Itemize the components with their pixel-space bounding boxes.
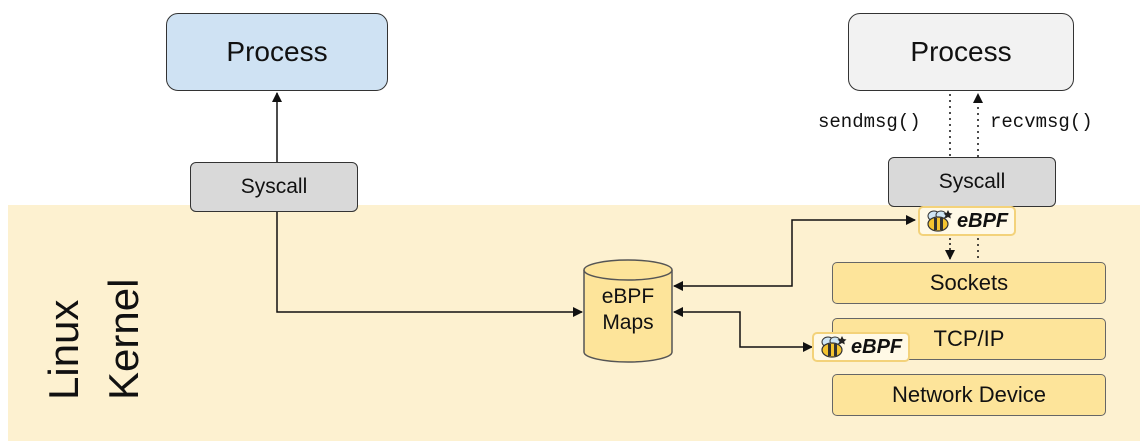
ebpf-maps-line2: Maps xyxy=(602,311,654,334)
tcpip-label: TCP/IP xyxy=(933,326,1005,351)
ebpf-maps-label: eBPF Maps xyxy=(584,284,672,336)
bee-icon xyxy=(927,210,953,232)
right-syscall-label: Syscall xyxy=(938,170,1006,193)
sockets-box: Sockets xyxy=(832,262,1106,304)
syscall-ebpf-badge: eBPF xyxy=(918,206,1017,236)
maps-to-tcp-ebpf-arrow xyxy=(673,307,813,352)
network-device-label: Network Device xyxy=(891,382,1047,407)
right-process-label: Process xyxy=(910,36,1012,67)
network-device-box: Network Device xyxy=(832,374,1106,416)
maps-to-syscall-ebpf-arrow xyxy=(673,215,916,291)
tcp-ebpf-badge: eBPF xyxy=(812,332,911,362)
recvmsg-label: recvmsg() xyxy=(990,111,1093,133)
left-syscall-to-maps-arrow xyxy=(276,212,583,317)
right-syscall-box: Syscall xyxy=(888,157,1056,207)
sockets-label: Sockets xyxy=(929,270,1009,295)
ebpf-maps-line1: eBPF xyxy=(601,285,655,308)
left-syscall-box: Syscall xyxy=(190,162,358,212)
left-syscall-label: Syscall xyxy=(240,175,308,198)
syscall-ebpf-text: eBPF xyxy=(957,209,1009,232)
ebpf-maps-cylinder xyxy=(583,259,673,363)
left-process-box: Process xyxy=(166,13,388,91)
bee-icon xyxy=(821,336,847,358)
sendmsg-label: sendmsg() xyxy=(818,111,921,133)
right-process-box: Process xyxy=(848,13,1074,91)
tcp-ebpf-text: eBPF xyxy=(851,335,903,358)
left-process-label: Process xyxy=(226,36,328,67)
